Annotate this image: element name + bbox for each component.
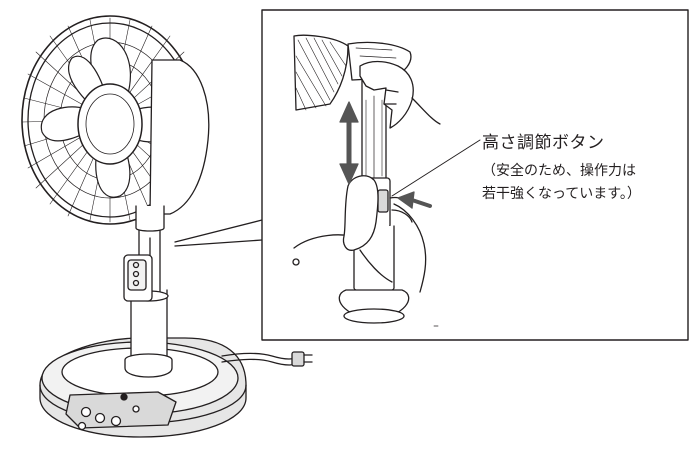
height-adjust-button-label: 高さ調節ボタン bbox=[482, 133, 605, 153]
callout-leader bbox=[391, 139, 481, 197]
fan-hub bbox=[77, 83, 143, 165]
remote-holder bbox=[123, 254, 153, 302]
fan-base bbox=[39, 337, 247, 438]
power-cord bbox=[221, 352, 298, 366]
hand-left bbox=[342, 175, 427, 293]
plug bbox=[291, 351, 313, 367]
callout-line-top bbox=[174, 219, 263, 243]
detail-screw bbox=[292, 258, 300, 266]
fan-motor-housing bbox=[135, 59, 210, 232]
up-down-arrow bbox=[339, 101, 359, 185]
press-arrow bbox=[397, 191, 432, 209]
callout-line-bottom bbox=[174, 239, 263, 247]
hand-right bbox=[359, 60, 441, 129]
safety-note-line1: （安全のため、操作力は bbox=[482, 163, 636, 179]
control-panel bbox=[65, 391, 177, 429]
safety-note-line2: 若干強くなっています。） bbox=[482, 186, 641, 202]
